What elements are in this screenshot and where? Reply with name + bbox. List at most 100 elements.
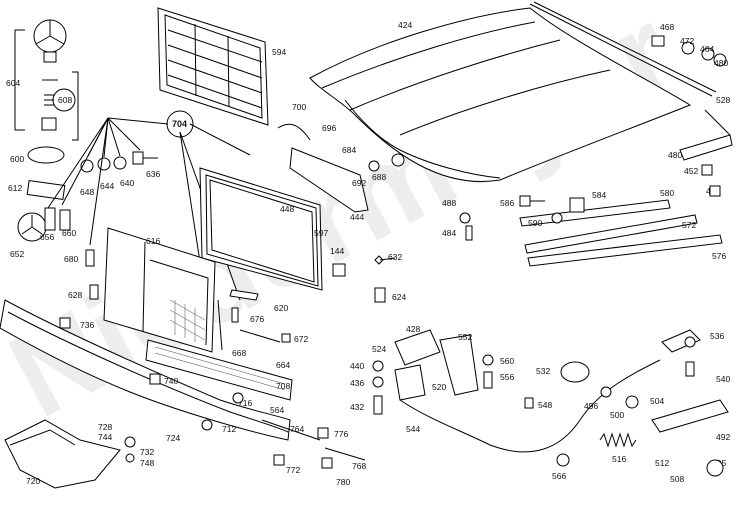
label-488: 488 xyxy=(442,198,456,208)
label-676: 676 xyxy=(250,314,264,324)
label-632: 632 xyxy=(388,252,402,262)
label-556: 556 xyxy=(500,372,514,382)
label-684: 684 xyxy=(342,145,356,155)
label-728: 728 xyxy=(98,422,112,432)
label-424: 424 xyxy=(398,20,412,30)
label-764: 764 xyxy=(290,424,304,434)
label-548: 548 xyxy=(538,400,552,410)
label-532: 532 xyxy=(536,366,550,376)
label-492: 492 xyxy=(716,432,730,442)
label-580: 580 xyxy=(660,188,674,198)
label-640: 640 xyxy=(120,178,134,188)
label-432: 432 xyxy=(350,402,364,412)
label-528: 528 xyxy=(716,95,730,105)
label-720: 720 xyxy=(26,476,40,486)
label-700: 700 xyxy=(292,102,306,112)
label-452: 452 xyxy=(684,166,698,176)
release-lever xyxy=(661,329,701,353)
label-520: 520 xyxy=(432,382,446,392)
label-692: 692 xyxy=(352,178,366,188)
label-740: 740 xyxy=(164,376,178,386)
label-736: 736 xyxy=(80,320,94,330)
label-620: 620 xyxy=(274,303,288,313)
label-704: 704 xyxy=(172,119,187,129)
label-500: 500 xyxy=(610,410,624,420)
label-484: 484 xyxy=(442,228,456,238)
label-664: 664 xyxy=(276,360,290,370)
label-428: 428 xyxy=(406,324,420,334)
label-576: 576 xyxy=(712,251,726,261)
safety-catch xyxy=(599,399,729,448)
label-600: 600 xyxy=(10,154,24,164)
label-776: 776 xyxy=(334,429,348,439)
label-644: 644 xyxy=(100,181,114,191)
label-560: 560 xyxy=(500,356,514,366)
label-512: 512 xyxy=(655,458,669,468)
undertray xyxy=(4,419,121,489)
label-744: 744 xyxy=(98,432,112,442)
headlamp-frame xyxy=(199,167,323,291)
hood-panel xyxy=(309,7,692,182)
label-660: 660 xyxy=(62,228,76,238)
label-680: 680 xyxy=(64,254,78,264)
part-labels: 424 468 472 464 480 528 594 604 608 704 … xyxy=(6,20,730,487)
radiator-grille xyxy=(157,7,269,126)
label-624: 624 xyxy=(392,292,406,302)
label-566: 566 xyxy=(552,471,566,481)
label-724: 724 xyxy=(166,433,180,443)
label-448: 448 xyxy=(280,204,294,214)
label-594: 594 xyxy=(272,47,286,57)
group-bracket-604 xyxy=(14,29,25,131)
label-748: 748 xyxy=(140,458,154,468)
label-552: 552 xyxy=(458,332,472,342)
label-612: 612 xyxy=(8,183,22,193)
label-696: 696 xyxy=(322,123,336,133)
label-772: 772 xyxy=(286,465,300,475)
label-480-mid: 480 xyxy=(668,150,682,160)
hinge-bracket xyxy=(679,134,733,161)
label-628: 628 xyxy=(68,290,82,300)
label-472: 472 xyxy=(680,36,694,46)
headlamp-lens xyxy=(103,227,216,353)
support-rails xyxy=(519,199,723,267)
label-604: 604 xyxy=(6,78,20,88)
molding-684 xyxy=(289,147,369,213)
label-672: 672 xyxy=(294,334,308,344)
label-584: 584 xyxy=(592,190,606,200)
group-bracket-608 xyxy=(72,71,79,141)
label-586: 586 xyxy=(500,198,514,208)
label-597: 597 xyxy=(314,228,328,238)
label-608: 608 xyxy=(58,95,72,105)
label-496: 496 xyxy=(584,401,598,411)
label-524: 524 xyxy=(372,344,386,354)
label-480-top: 480 xyxy=(714,58,728,68)
label-780: 780 xyxy=(336,477,350,487)
label-504: 504 xyxy=(650,396,664,406)
bubble-704 xyxy=(166,110,194,138)
hood-latch xyxy=(394,329,661,453)
label-616: 616 xyxy=(146,236,160,246)
label-536: 536 xyxy=(710,331,724,341)
label-444: 444 xyxy=(350,212,364,222)
label-508: 508 xyxy=(670,474,684,484)
lower-grille xyxy=(145,339,293,401)
label-544: 544 xyxy=(406,424,420,434)
label-656: 656 xyxy=(40,232,54,242)
label-468: 468 xyxy=(660,22,674,32)
label-540: 540 xyxy=(716,374,730,384)
hood-molding xyxy=(529,3,713,97)
label-768: 768 xyxy=(352,461,366,471)
label-144: 144 xyxy=(330,246,344,256)
label-590: 590 xyxy=(528,218,542,228)
label-464: 464 xyxy=(700,44,714,54)
label-572: 572 xyxy=(682,220,696,230)
label-436: 436 xyxy=(350,378,364,388)
label-440: 440 xyxy=(350,361,364,371)
label-648: 648 xyxy=(80,187,94,197)
label-712: 712 xyxy=(222,424,236,434)
front-bumper xyxy=(0,299,291,441)
star-emblem xyxy=(33,19,67,63)
label-564: 564 xyxy=(270,405,284,415)
